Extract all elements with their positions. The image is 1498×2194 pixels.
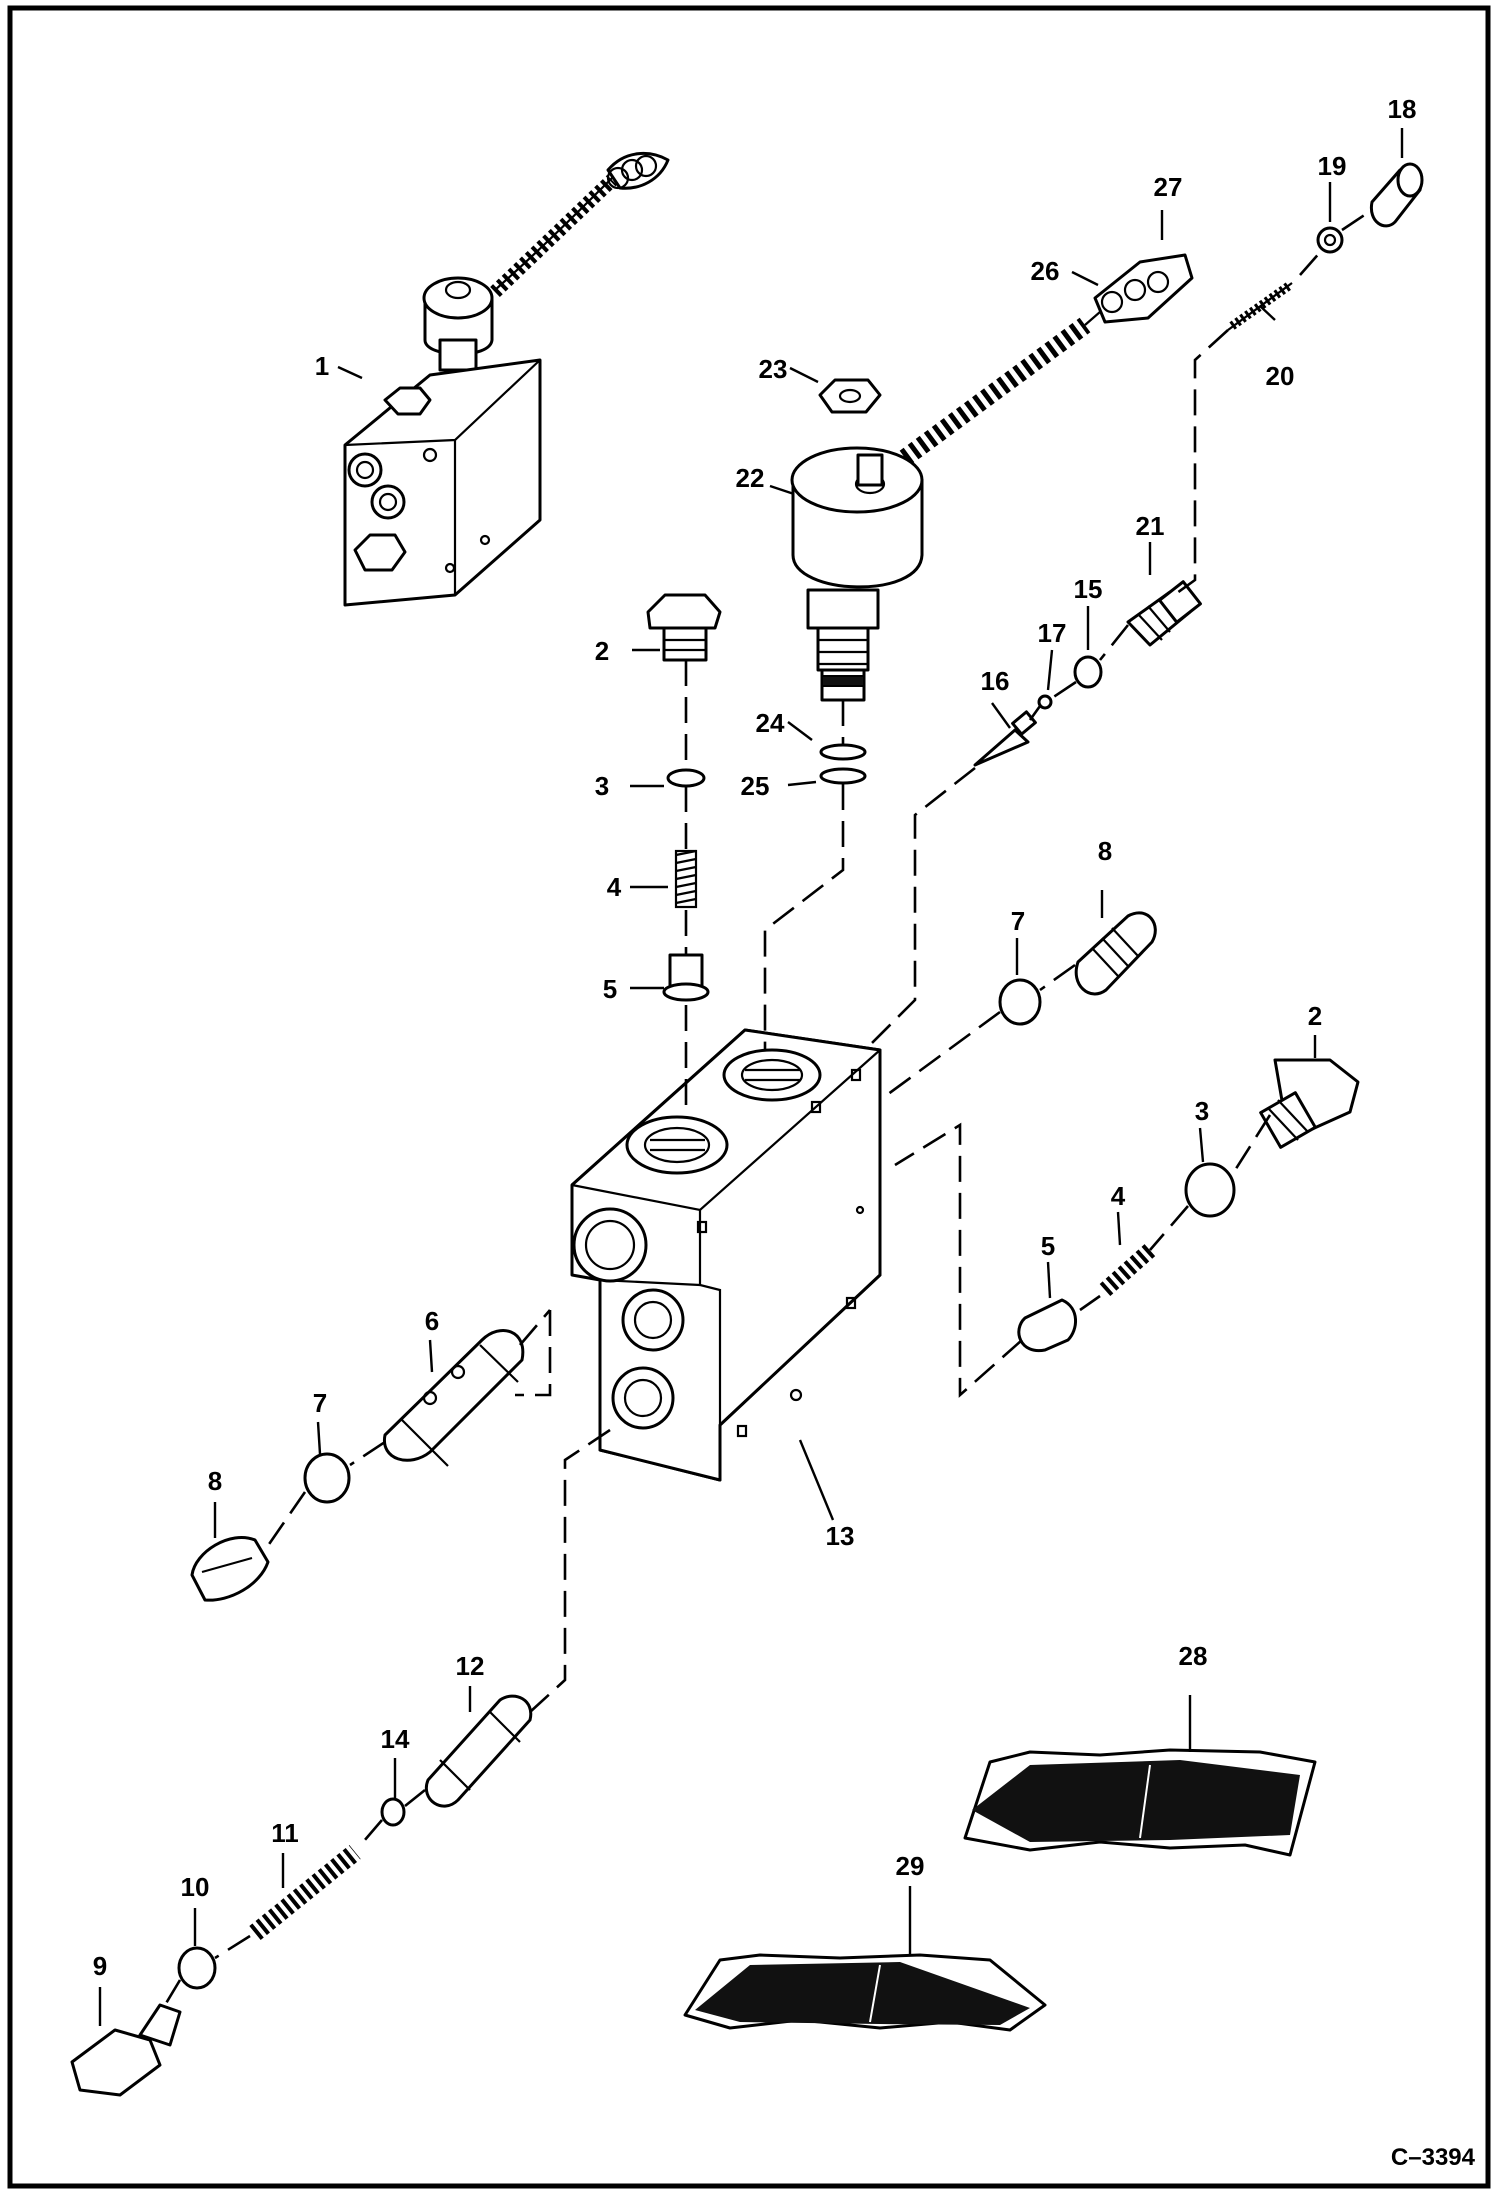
callout-21: 21	[1136, 511, 1165, 541]
callout-22: 22	[736, 463, 765, 493]
callout-4: 4	[607, 872, 622, 902]
callout-24: 24	[756, 708, 785, 738]
callout-29: 29	[896, 1851, 925, 1881]
callout-5: 5	[603, 974, 617, 1004]
callout-8: 8	[208, 1466, 222, 1496]
callout-2: 2	[595, 636, 609, 666]
callout-2-right: 2	[1308, 1001, 1322, 1031]
solenoid-coil-assembly	[790, 253, 1194, 785]
callout-7: 7	[313, 1388, 327, 1418]
callout-27: 27	[1154, 172, 1183, 202]
spool-stack-left	[190, 1329, 525, 1602]
callout-10: 10	[181, 1872, 210, 1902]
leader-lines	[98, 128, 1404, 2026]
callout-14: 14	[381, 1724, 410, 1754]
diagram-border	[7, 5, 1491, 2189]
callout-25: 25	[741, 771, 770, 801]
callout-1: 1	[315, 351, 329, 381]
callout-17: 17	[1038, 618, 1067, 648]
figure-id: C–3394	[1391, 2144, 1476, 2171]
callout-19: 19	[1318, 151, 1347, 181]
callout-26: 26	[1031, 256, 1060, 286]
assembly-lines	[163, 208, 1373, 2006]
relief-plug-stack-right	[998, 911, 1360, 1353]
decal-29	[683, 1953, 1047, 2032]
callout-7-right: 7	[1011, 906, 1025, 936]
callout-28: 28	[1179, 1641, 1208, 1671]
callout-3: 3	[595, 771, 609, 801]
callout-16: 16	[981, 666, 1010, 696]
callout-3-right: 3	[1195, 1096, 1209, 1126]
callout-6: 6	[425, 1306, 439, 1336]
decal-28	[963, 1748, 1317, 1857]
callout-labels: 1 2 3 4 5 6 7 8 9 10 11 12 13 14 15 16 1…	[93, 94, 1417, 1981]
needle-valve-stack	[973, 162, 1424, 767]
callout-12: 12	[456, 1651, 485, 1681]
callout-13: 13	[826, 1521, 855, 1551]
callout-9: 9	[93, 1951, 107, 1981]
relief-plug-stack-top	[646, 593, 722, 1002]
callout-5-right: 5	[1041, 1231, 1055, 1261]
callout-15: 15	[1074, 574, 1103, 604]
callout-8-right: 8	[1098, 836, 1112, 866]
callout-4-right: 4	[1111, 1181, 1126, 1211]
valve-body	[570, 1028, 882, 1482]
callout-20: 20	[1266, 361, 1295, 391]
callout-23: 23	[759, 354, 788, 384]
valve-assembly-complete	[343, 151, 670, 607]
callout-11: 11	[271, 1818, 299, 1848]
spool-stack-lower	[70, 1694, 533, 2097]
callout-18: 18	[1388, 94, 1417, 124]
